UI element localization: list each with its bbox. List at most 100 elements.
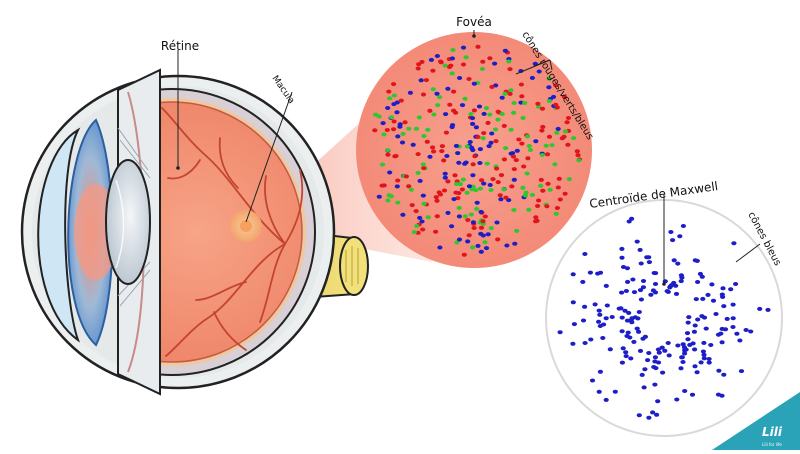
fovea-cone [451, 108, 457, 113]
blue-cone [638, 261, 644, 266]
fovea-cone [471, 108, 477, 113]
fovea-cone [533, 139, 539, 144]
fovea-cone [487, 56, 493, 61]
fovea-cone [475, 135, 481, 139]
fovea-label: Fovéa [456, 15, 492, 29]
blue-cone [640, 279, 647, 283]
blue-cone [686, 315, 692, 320]
blue-cone [737, 338, 743, 343]
fovea-cone [466, 77, 472, 81]
fovea-cone [553, 102, 559, 107]
fovea-cone [453, 143, 459, 148]
fovea-cone [430, 87, 436, 92]
blue-cone [685, 320, 691, 325]
blue-cone [733, 282, 739, 286]
blue-cone [628, 356, 634, 361]
fovea-cone [574, 149, 580, 154]
fovea-cone [421, 201, 427, 206]
fovea-cone [565, 142, 571, 147]
fovea-cone [549, 143, 555, 148]
fovea-cone [492, 61, 498, 66]
blue-cone [653, 271, 659, 276]
fovea-cone [441, 188, 448, 193]
fovea-cone [393, 154, 399, 158]
fovea-cone [538, 177, 544, 182]
blue-cone [597, 369, 604, 374]
blue-cone [641, 385, 647, 390]
fovea-cone [476, 104, 483, 109]
fovea-cone [556, 176, 562, 181]
fovea-cone [571, 136, 577, 141]
fovea-cone [555, 185, 561, 190]
blue-cone [719, 292, 725, 297]
fovea-cone [526, 207, 532, 212]
blue-cone [765, 307, 771, 312]
blue-cone [721, 304, 727, 309]
fovea-cone [545, 181, 551, 186]
fovea-cone [481, 111, 487, 116]
fovea-cone [535, 101, 541, 106]
fovea-cone [510, 110, 517, 115]
fovea-cone [507, 91, 513, 96]
fovea-cone [398, 98, 404, 103]
fovea-cone [509, 184, 515, 189]
blue-cone [619, 246, 625, 251]
fovea-cone [495, 237, 501, 242]
blue-cone [687, 342, 693, 347]
fovea-cone [518, 82, 525, 87]
blue-cone [670, 238, 676, 243]
fovea-cone [387, 96, 393, 101]
blue-cone [634, 239, 640, 244]
blue-cone [685, 337, 691, 342]
blue-cone [748, 329, 754, 334]
fovea-cone [439, 149, 445, 154]
fovea-cone [470, 220, 476, 225]
blue-cone [618, 306, 624, 311]
blue-cone [706, 360, 712, 365]
fovea-cone [566, 177, 573, 182]
blue-cone [695, 317, 701, 322]
blue-cone [623, 350, 629, 355]
fovea-cone [494, 166, 500, 171]
fovea-cone [443, 112, 449, 117]
fovea-cone [400, 131, 406, 136]
fovea-cone [487, 112, 493, 117]
fovea-cone [497, 193, 503, 198]
fovea-cone [520, 115, 526, 120]
fovea-cone [481, 131, 487, 136]
fovea-cone [544, 204, 550, 209]
blue-cone [582, 252, 588, 256]
fovea-cone [550, 94, 557, 99]
blue-cone [625, 279, 631, 284]
fovea-cone [539, 106, 546, 111]
blue-cone [706, 357, 712, 361]
blue-cone [557, 330, 563, 335]
blue-cone [629, 216, 635, 221]
fovea-cone [536, 198, 542, 203]
blue-cone [656, 350, 662, 355]
leader-lines [177, 30, 761, 284]
fovea-cone [478, 209, 484, 214]
fovea-cone [379, 183, 385, 188]
fovea-cone [483, 246, 490, 251]
fovea-cone [395, 134, 401, 139]
blue-cone [623, 354, 629, 359]
fovea-cone [511, 167, 517, 172]
fovea-cone [384, 128, 390, 132]
fovea-cone [459, 187, 465, 192]
fovea-cone [447, 65, 453, 69]
fovea-cone [421, 166, 427, 171]
blue-cone [677, 234, 683, 239]
fovea-cone [439, 144, 445, 149]
fovea-cone [564, 120, 570, 125]
fovea-cone [508, 151, 514, 156]
fovea-cone [494, 220, 500, 225]
fovea-cone [557, 197, 563, 202]
fovea-cone [467, 140, 473, 144]
blue-cone [684, 331, 691, 336]
fovea-cone [445, 210, 451, 215]
fovea-cone [522, 193, 529, 198]
fovea-cone [470, 245, 476, 250]
fovea-cone [478, 231, 484, 236]
blue-cone [634, 326, 640, 331]
